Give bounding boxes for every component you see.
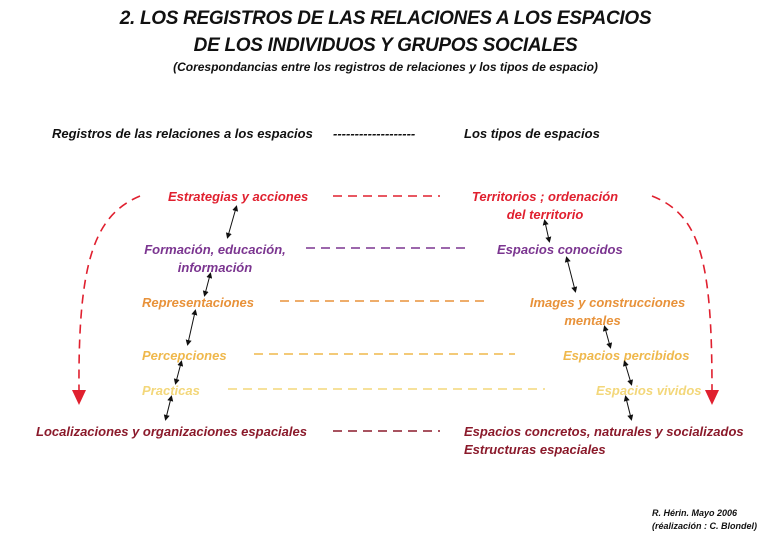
right-images: Images y construcciones (529, 295, 686, 310)
arrowhead-left (72, 390, 86, 405)
right-conocidos: Espacios conocidos (497, 242, 623, 257)
arrowhead-right (705, 390, 719, 405)
double-arrow (623, 395, 634, 421)
left-estrategias: Estrategias y acciones (168, 189, 309, 204)
double-arrow (163, 395, 174, 421)
left-percepciones: Percepciones (142, 348, 227, 363)
curve-left-arrow (78, 195, 141, 391)
left-informacion: información (177, 260, 253, 275)
title-line-2: DE LOS INDIVIDUOS Y GRUPOS SOCIALES (193, 35, 578, 56)
credit-author: R. Hérin. Mayo 2006 (652, 508, 738, 518)
right-concretos: Espacios concretos, naturales y socializ… (464, 424, 744, 439)
right-estructuras: Estructuras espaciales (464, 442, 606, 457)
double-arrow (564, 256, 578, 293)
left-practicas: Practicas (142, 383, 200, 398)
right-territorios: Territorios ; ordenación (471, 189, 619, 204)
left-formacion: Formación, educación, (144, 242, 286, 257)
credit-realization: (réalización : C. Blondel) (652, 521, 758, 531)
left-representaciones: Representaciones (142, 295, 254, 310)
right-territorio-2: del territorio (506, 207, 584, 222)
right-mentales: mentales (564, 313, 621, 328)
double-arrow (602, 325, 613, 349)
header-left: Registros de las relaciones a los espaci… (52, 126, 313, 141)
double-arrow (542, 219, 552, 243)
curve-right-arrow (651, 195, 713, 391)
double-arrow (185, 309, 198, 346)
header-divider: ------------------- (333, 126, 416, 141)
double-arrow (622, 360, 634, 386)
title-line-1: 2. LOS REGISTROS DE LAS RELACIONES A LOS… (119, 8, 652, 29)
double-arrow (173, 360, 184, 385)
header-right: Los tipos de espacios (464, 126, 600, 141)
right-percibidos: Espacios percibidos (563, 348, 690, 363)
double-arrow (225, 205, 239, 239)
subtitle: (Corespondancias entre los registros de … (173, 60, 598, 74)
left-localizaciones: Localizaciones y organizaciones espacial… (36, 424, 307, 439)
right-vividos: Espacios vividos (596, 383, 702, 398)
double-arrow (202, 272, 213, 297)
